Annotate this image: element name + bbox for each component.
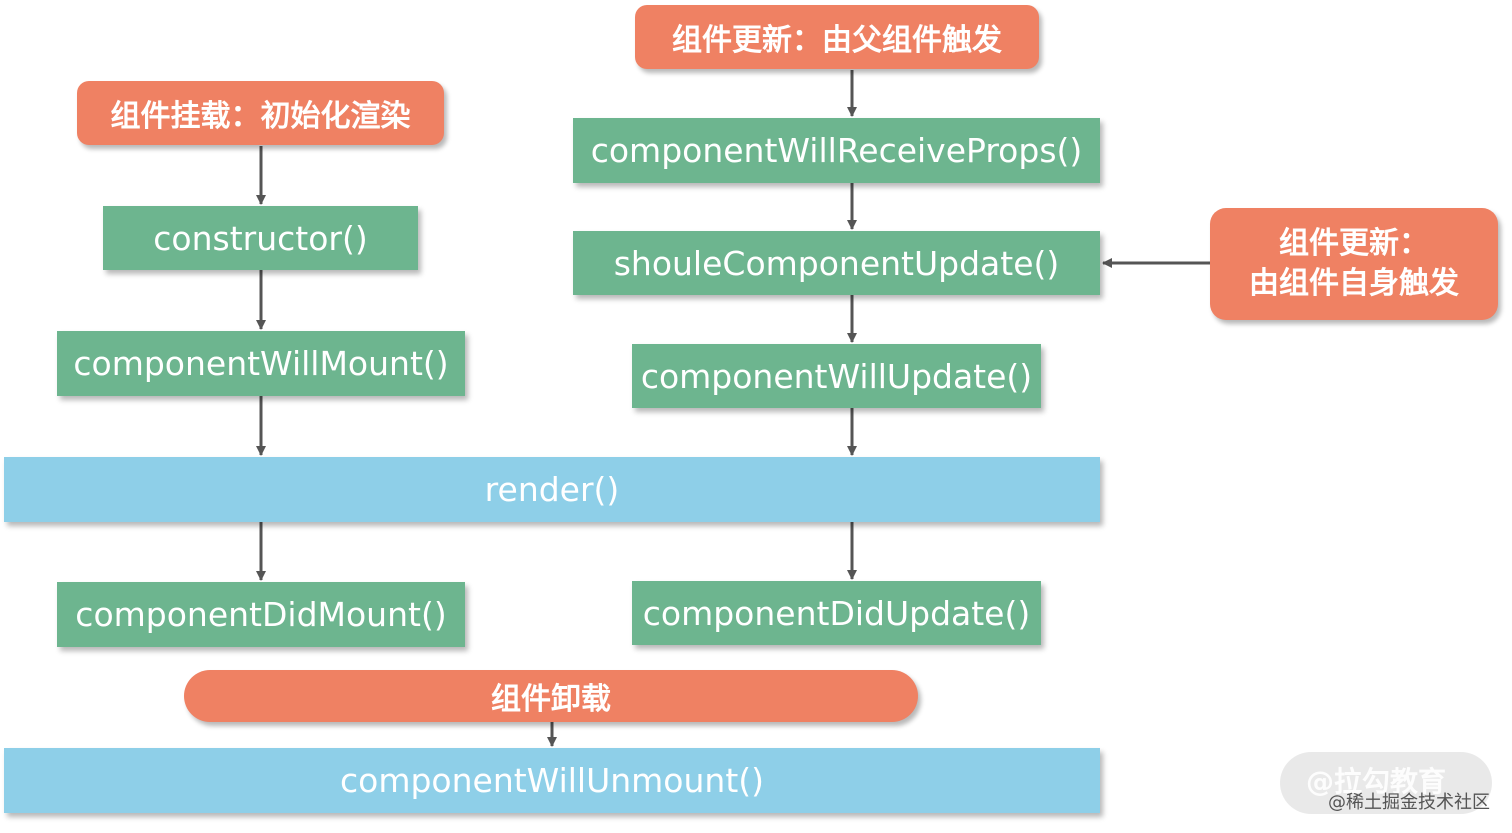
self-update-title-line1: 组件更新： bbox=[1279, 226, 1429, 261]
component-did-update-node: componentDidUpdate() bbox=[632, 581, 1041, 645]
component-will-update-node: componentWillUpdate() bbox=[632, 344, 1041, 408]
component-will-mount-node: componentWillMount() bbox=[57, 331, 465, 396]
self-update-title-line2: 由组件自身触发 bbox=[1249, 266, 1459, 301]
render-node: render() bbox=[4, 457, 1100, 522]
parent-update-title: 组件更新：由父组件触发 bbox=[635, 5, 1039, 69]
watermark-sub-text: @稀土掘金技术社区 bbox=[1328, 792, 1490, 813]
self-update-title: 组件更新： 由组件自身触发 bbox=[1210, 208, 1498, 320]
constructor-node: constructor() bbox=[103, 206, 418, 270]
watermark-badge bbox=[1280, 752, 1492, 814]
should-component-update-node: shouleComponentUpdate() bbox=[573, 231, 1100, 295]
component-did-mount-node: componentDidMount() bbox=[57, 582, 465, 647]
component-will-unmount-node: componentWillUnmount() bbox=[4, 748, 1100, 813]
component-will-receive-props-node: componentWillReceiveProps() bbox=[573, 118, 1100, 183]
mount-title: 组件挂载：初始化渲染 bbox=[77, 81, 444, 145]
unmount-title: 组件卸载 bbox=[184, 670, 918, 722]
watermark-main-text: @拉勾教育 bbox=[1306, 765, 1447, 798]
